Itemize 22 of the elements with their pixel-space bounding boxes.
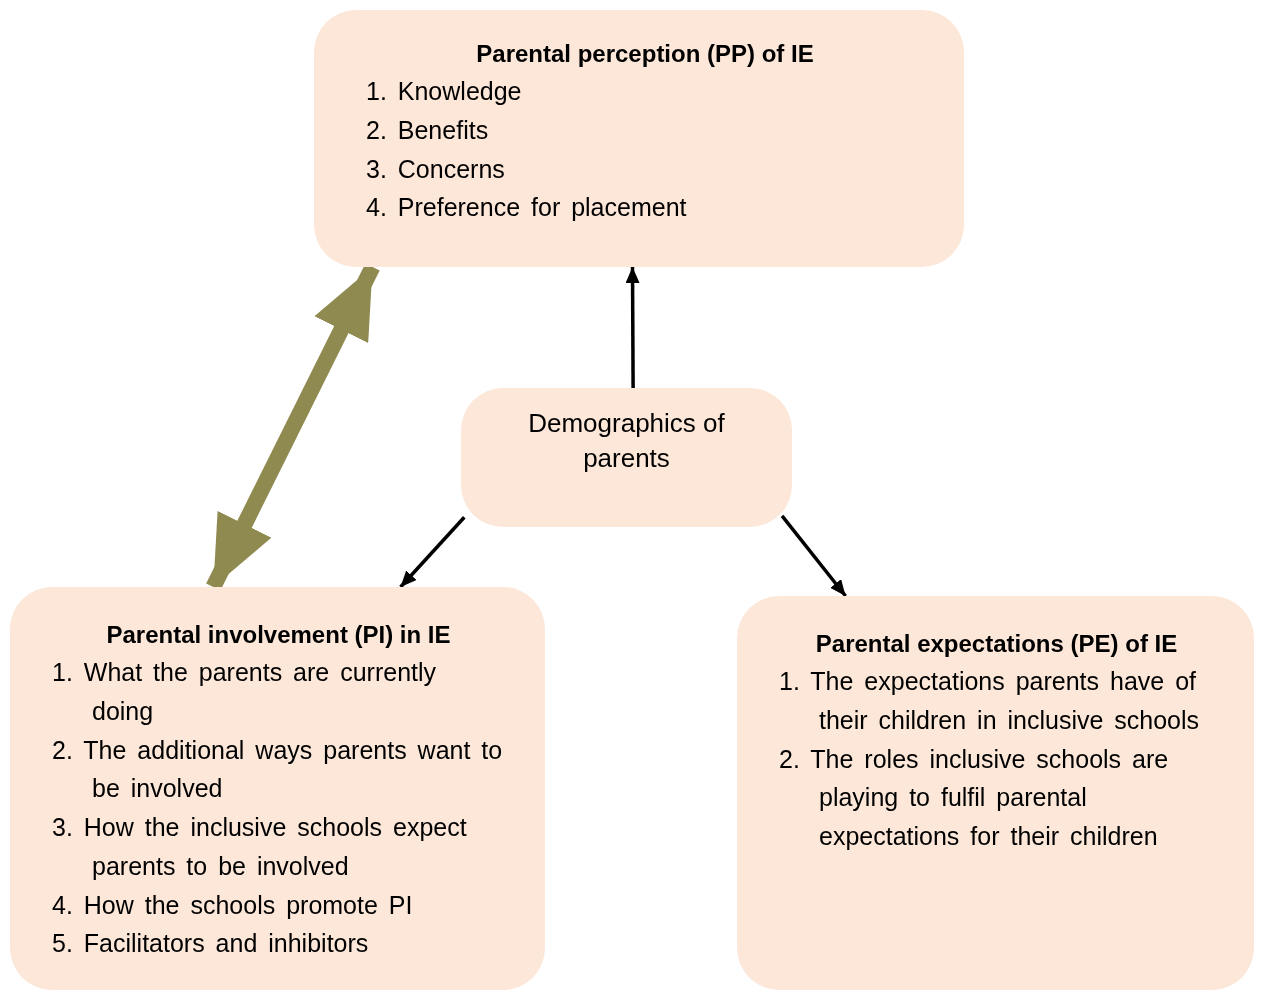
- perception-box: [314, 10, 964, 267]
- arrow: [625, 267, 640, 388]
- list-item: 1. Knowledge: [366, 76, 523, 107]
- demographics-box: [461, 388, 792, 527]
- list-item: 2. The additional ways parents want to be involved: [52, 734, 504, 805]
- list-item: 5. Facilitators and inhibitors: [52, 928, 370, 960]
- list-item: 4. Preference for placement: [366, 192, 688, 224]
- list-item: 3. How the inclusive schools expect parents to be involved: [52, 812, 468, 882]
- list-item: 1. The expectations parents have of their children in inclusive schools: [779, 666, 1201, 736]
- list-item: 4. How the schools promote PI: [52, 889, 414, 921]
- list-item: 3. Concerns: [366, 153, 506, 185]
- box-heading: Parental perception (PP) of IE: [475, 39, 815, 69]
- involvement-box: [10, 587, 545, 990]
- expectations-box: [737, 596, 1254, 990]
- box-heading: Parental involvement (PI) in IE: [105, 620, 452, 650]
- node-label: Demographics of parents: [527, 407, 726, 476]
- list-item: 2. Benefits: [366, 114, 490, 146]
- box-heading: Parental expectations (PE) of IE: [814, 629, 1179, 659]
- list-item: 1. What the parents are currently doing: [52, 657, 438, 727]
- arrow: [399, 516, 466, 589]
- list-item: 2. The roles inclusive schools are playing to fulfil parental expectations for their children: [779, 743, 1170, 852]
- arrow: [780, 514, 847, 598]
